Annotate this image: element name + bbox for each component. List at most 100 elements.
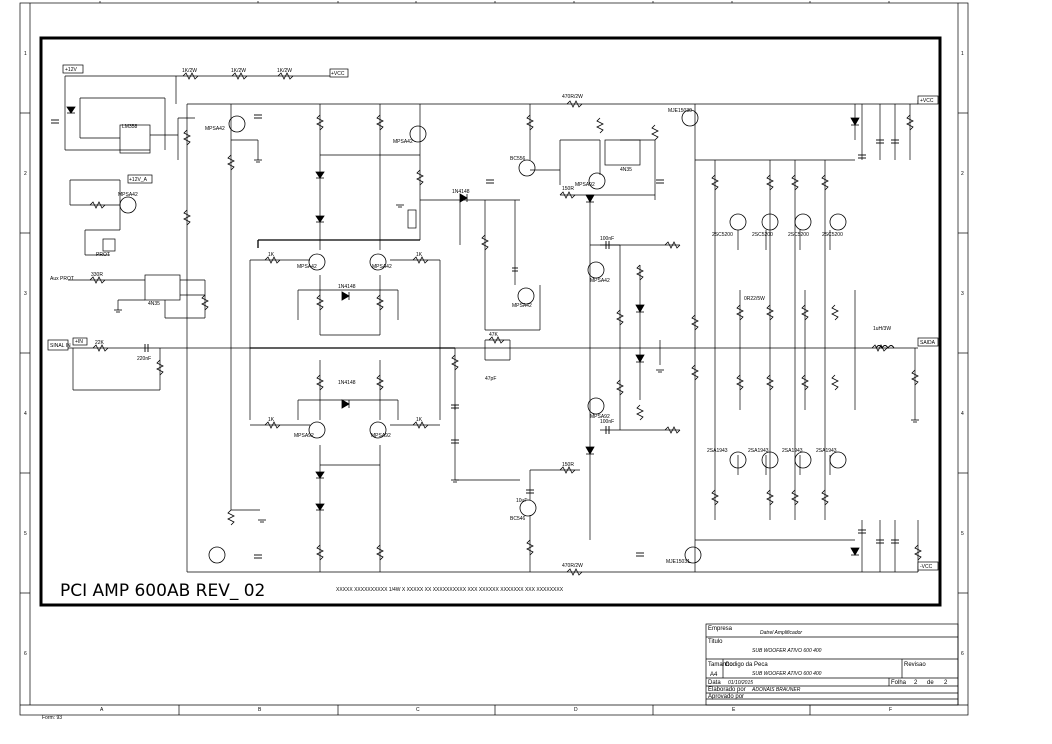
tb-tamanho-value: A4 <box>710 672 718 678</box>
part-label-out-bot-3: 2SA1943 <box>782 448 803 454</box>
part-label-r-150r-b: 150R <box>562 462 574 468</box>
col-marker-a: A <box>100 707 104 713</box>
part-label-drv-top: MPSA42 <box>590 278 610 284</box>
net-label-in: +IN <box>75 339 83 345</box>
row-marker-2: 2 <box>24 171 27 177</box>
part-label-r-1k-a: 1K <box>268 252 275 258</box>
tb-empresa-label: Empresa <box>708 626 733 632</box>
part-label-drv-bot: MPSA92 <box>590 414 610 420</box>
part-label-r-top-1: 1K/2W <box>182 68 197 74</box>
sheet-frame <box>19 1 969 716</box>
tb-empresa-value: Datrel Amplificador <box>760 630 802 636</box>
net-label-sinal-in: SINAL IN <box>50 343 71 349</box>
part-label-c-100n-a: 100nF <box>600 236 614 242</box>
drawing-border <box>39 36 942 607</box>
net-label-vcc-right: +VCC <box>920 98 934 104</box>
row-marker-6: 6 <box>24 651 27 657</box>
transistors <box>119 109 847 564</box>
net-label-vee: -VCC <box>920 564 933 570</box>
row-marker-3-right: 3 <box>961 291 964 297</box>
title-block <box>705 623 959 706</box>
part-label-q5: MPSA42 <box>393 139 413 145</box>
diodes <box>66 106 860 556</box>
part-label-out-bot-1: 2SA1943 <box>707 448 728 454</box>
part-label-c-10u: 10uF <box>516 498 527 504</box>
page-form-label: Form: 93 <box>42 715 62 721</box>
row-marker-2-right: 2 <box>961 171 964 177</box>
tb-elaborado-label: Elaborado por <box>708 687 746 693</box>
col-marker-e: E <box>732 707 736 713</box>
row-marker-5: 5 <box>24 531 27 537</box>
part-label-out-top-2: 2SC5200 <box>752 232 773 238</box>
row-markers: 1 2 3 4 5 6 1 2 3 4 5 6 <box>24 51 964 657</box>
wiring <box>64 75 919 573</box>
col-marker-d: D <box>574 707 578 713</box>
row-marker-1-right: 1 <box>961 51 964 57</box>
part-label-q-opto: MPSA92 <box>575 182 595 188</box>
part-label-out-bot-4: 2SA1943 <box>816 448 837 454</box>
row-marker-1: 1 <box>24 51 27 57</box>
part-label-lm358: LM358 <box>122 124 138 130</box>
tb-folha-label: Folha <box>891 680 907 686</box>
col-marker-b: B <box>258 707 262 713</box>
tb-revisao-label: Revisao <box>904 662 926 668</box>
part-label-prot-transistor: MPSA42 <box>118 192 138 198</box>
part-label-diode-c: 1N4148 <box>452 189 470 195</box>
part-label-r-1k-c: 1K <box>268 417 275 423</box>
part-label-mje15030: MJE15030 <box>668 108 692 114</box>
col-marker-f: F <box>889 707 892 713</box>
part-label-diode-b: 1N4148 <box>338 380 356 386</box>
part-label-out-top-1: 2SC5200 <box>712 232 733 238</box>
output-inductor <box>875 345 895 349</box>
net-tags <box>47 64 939 571</box>
tb-folha-de: de <box>927 680 934 686</box>
net-label-12v-a: +12V_A <box>129 177 148 183</box>
tb-elaborado-value: ADONAIS BRAUNER <box>751 687 801 693</box>
row-marker-4-right: 4 <box>961 411 964 417</box>
part-label-bc546: BC546 <box>510 516 526 522</box>
part-label-r-470-top: 470R/2W <box>562 94 583 100</box>
part-label-q-bias: MPSA42 <box>205 126 225 132</box>
net-label-aux-prot: Aux PROT <box>50 276 74 282</box>
part-label-q3: MPSA92 <box>294 433 314 439</box>
part-label-r-top-2: 1K/2W <box>231 68 246 74</box>
part-label-diode-a: 1N4148 <box>338 284 356 290</box>
tb-aprovado-label: Aprovado por <box>708 694 744 700</box>
net-label-prot: PROT <box>96 252 110 258</box>
row-marker-6-right: 6 <box>961 651 964 657</box>
col-marker-c: C <box>416 707 420 713</box>
net-label-vcc-top: +VCC <box>331 71 345 77</box>
row-marker-5-right: 5 <box>961 531 964 537</box>
part-label-l-out: 1uH/3W <box>873 326 891 332</box>
tb-tamanho-label: Tamanho <box>708 662 733 668</box>
tb-titulo-label: Titulo <box>708 639 723 645</box>
part-label-out-top-4: 2SC5200 <box>822 232 843 238</box>
part-label-mje15031: MJE15031 <box>666 559 690 565</box>
tb-codigo-value: SUB WOOFER ATIVO 600 400 <box>752 671 822 677</box>
net-label-saida: SAIDA <box>920 340 936 346</box>
part-label-q-vbe: MPSA42 <box>512 303 532 309</box>
resistors <box>89 72 922 576</box>
tb-titulo-value: SUB WOOFER ATIVO 600 400 <box>752 648 822 654</box>
part-label-r-150r-a: 150R <box>562 186 574 192</box>
part-label-c-220n: 220nF <box>137 356 151 362</box>
part-label-r-47k: 47K <box>489 332 499 338</box>
tb-data-value: 01/10/2015 <box>728 680 753 686</box>
part-label-out-top-3: 2SC5200 <box>788 232 809 238</box>
tb-folha-number: 2 <box>914 680 918 686</box>
drawing-note: XXXXX XXXXXXXXXX 1/4W X XXXXX XX XXXXXXX… <box>336 587 564 593</box>
part-label-out-bot-2: 2SA1943 <box>748 448 769 454</box>
tb-folha-total: 2 <box>944 680 948 686</box>
part-label-c-100n-b: 100nF <box>600 419 614 425</box>
heavy-bus <box>250 239 455 349</box>
grounds <box>114 159 919 523</box>
part-label-r-1k-d: 1K <box>416 417 423 423</box>
part-label-r-22k: 22K <box>95 340 105 346</box>
drawing-title: PCI AMP 600AB REV_ 02 <box>60 581 265 601</box>
tb-data-label: Data <box>708 680 721 686</box>
net-label-12v: +12V <box>65 67 77 73</box>
part-label-r-470-bot: 470R/2W <box>562 563 583 569</box>
tb-codigo-label: Codigo da Peca <box>725 662 768 668</box>
row-marker-3: 3 <box>24 291 27 297</box>
